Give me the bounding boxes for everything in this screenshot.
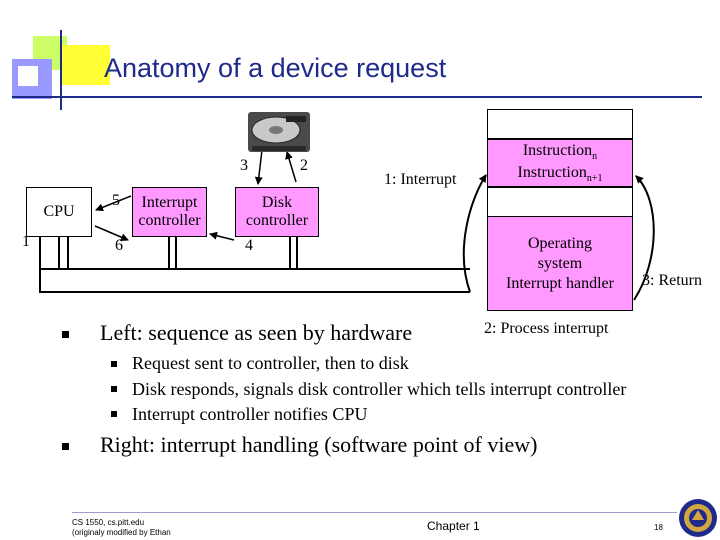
process-interrupt-label: 2: Process interrupt — [484, 320, 609, 337]
sub-bullet-marker — [111, 361, 117, 367]
sub-bullet-marker — [111, 411, 117, 417]
bullet-right: Right: interrupt handling (software poin… — [100, 432, 538, 457]
memory-block-top — [487, 109, 633, 139]
interrupt-arrow — [462, 174, 487, 293]
step-1-path — [39, 212, 470, 293]
return-label: 3: Return — [642, 272, 702, 289]
footer-course: CS 1550, cs.pitt.edu (originaly modified… — [72, 518, 171, 537]
slide-title: Anatomy of a device request — [104, 53, 447, 83]
instruction-n-plus-1: Instructionn+1 — [517, 164, 603, 185]
disk-controller-box: Disk controller — [235, 187, 319, 237]
memory-block-middle — [487, 187, 633, 217]
sub-bullet-marker — [111, 386, 117, 392]
step-1-label: 1 — [22, 233, 30, 250]
system-bus — [40, 268, 470, 270]
page-number: 18 — [654, 523, 663, 532]
university-seal-logo — [679, 499, 717, 537]
step-5-label: 5 — [112, 192, 120, 209]
return-arrow — [633, 175, 655, 301]
footer-rule — [72, 512, 677, 513]
disk-drive-icon — [248, 112, 310, 152]
bullet-marker — [62, 443, 69, 450]
dc-label-line1: Disk — [261, 193, 293, 211]
step-6-label: 6 — [115, 237, 123, 254]
dc-label-line2: controller — [245, 212, 309, 229]
title-rule — [12, 96, 702, 98]
ic-label-line2: controller — [138, 212, 201, 229]
decor-vertical-rule — [60, 30, 62, 110]
instruction-block: Instructionn Instructionn+1 — [487, 139, 633, 187]
bullet-marker — [62, 331, 69, 338]
sub-bullet-1: Request sent to controller, then to disk — [132, 353, 409, 373]
os-label-line2: system — [537, 254, 583, 272]
interrupt-label: 1: Interrupt — [384, 171, 457, 188]
step-2-label: 2 — [300, 157, 308, 174]
cpu-label: CPU — [43, 202, 75, 220]
os-label-line3: Interrupt handler — [506, 274, 614, 292]
os-label-line1: Operating — [528, 234, 592, 252]
step-3-label: 3 — [240, 157, 248, 174]
ic-label-line1: Interrupt — [141, 193, 198, 211]
bullet-left: Left: sequence as seen by hardware — [100, 320, 413, 345]
sub-bullet-2: Disk responds, signals disk controller w… — [132, 379, 627, 399]
step-4-label: 4 — [245, 237, 253, 254]
sub-bullet-3: Interrupt controller notifies CPU — [132, 404, 368, 424]
decor-white-square — [18, 66, 38, 86]
decor-yellow-square — [60, 45, 110, 85]
footer-chapter: Chapter 1 — [427, 519, 480, 533]
os-block: Operating system Interrupt handler — [487, 217, 633, 311]
instruction-n: Instructionn — [522, 141, 598, 162]
interrupt-controller-box: Interrupt controller — [132, 187, 207, 237]
cpu-box: CPU — [26, 187, 92, 237]
